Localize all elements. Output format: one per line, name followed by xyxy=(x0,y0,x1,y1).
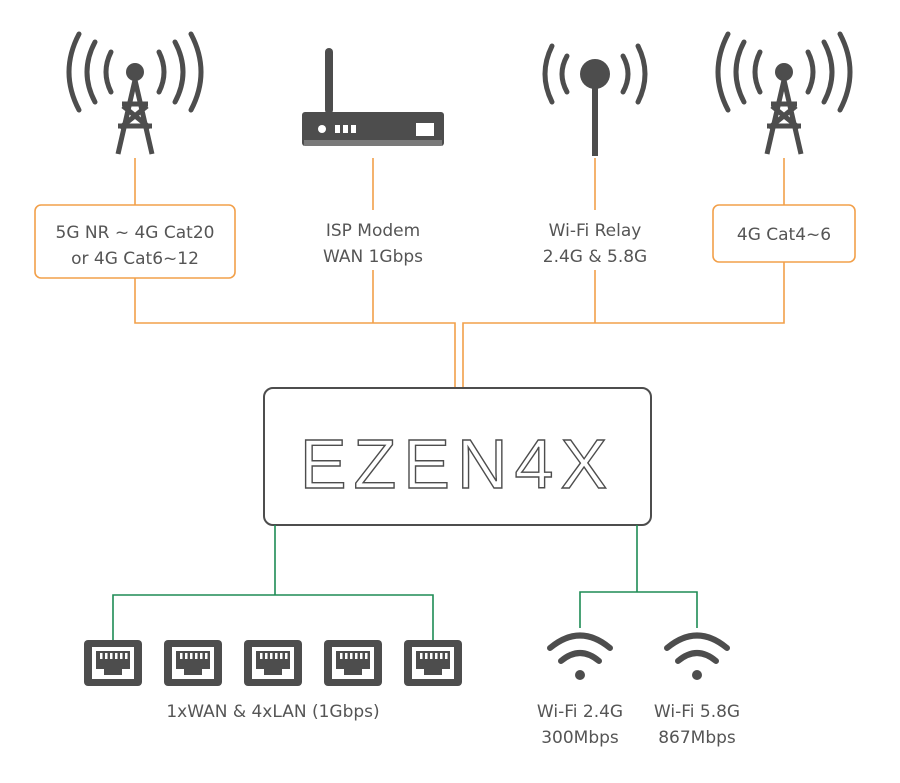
ethernet-port-icon xyxy=(84,640,142,686)
ports-label: 1xWAN & 4xLAN (1Gbps) xyxy=(166,702,379,722)
device-ezen4x: EZEN4X xyxy=(263,387,652,526)
ethernet-port-icon xyxy=(164,640,222,686)
wifi-label-line-2: 867Mbps xyxy=(658,728,736,748)
source-label-box xyxy=(34,204,236,279)
wifi-label-line-1: Wi-Fi 2.4G xyxy=(537,702,623,722)
downlink-connectors xyxy=(112,525,698,640)
source-isp-modem: ISP Modem WAN 1Gbps xyxy=(302,48,444,267)
ethernet-port-icon xyxy=(244,640,302,686)
source-label-line-2: WAN 1Gbps xyxy=(323,247,423,267)
wifi-icon xyxy=(664,632,730,680)
wifi-label-line-1: Wi-Fi 5.8G xyxy=(654,702,740,722)
uplink-connectors xyxy=(134,158,785,388)
source-cell-tower-5g: 5G NR ~ 4G Cat20 or 4G Cat6~12 xyxy=(34,31,236,279)
cell-tower-icon xyxy=(66,31,204,155)
wifi-label-line-2: 300Mbps xyxy=(541,728,619,748)
source-label-line-1: Wi-Fi Relay xyxy=(549,221,642,241)
modem-router-icon xyxy=(302,48,444,146)
wifi-2g: Wi-Fi 2.4G 300Mbps xyxy=(537,632,623,748)
cell-tower-icon xyxy=(715,31,853,155)
wifi-antenna-icon xyxy=(542,43,648,156)
ethernet-port-icon xyxy=(324,640,382,686)
ethernet-port-icon xyxy=(404,640,462,686)
device-name: EZEN4X xyxy=(300,425,614,503)
source-cell-tower-4g: 4G Cat4~6 xyxy=(712,31,856,263)
ethernet-ports xyxy=(84,640,462,686)
source-label-line-2: or 4G Cat6~12 xyxy=(71,249,199,269)
source-label-line-1: 5G NR ~ 4G Cat20 xyxy=(56,223,215,243)
source-label-line-1: 4G Cat4~6 xyxy=(737,225,831,245)
device-box xyxy=(263,387,652,526)
wifi-5g: Wi-Fi 5.8G 867Mbps xyxy=(654,632,740,748)
wifi-icon xyxy=(547,632,613,680)
source-label-box xyxy=(712,204,856,263)
source-label-line-2: 2.4G & 5.8G xyxy=(543,247,647,267)
source-label-line-1: ISP Modem xyxy=(326,221,420,241)
source-wifi-relay: Wi-Fi Relay 2.4G & 5.8G xyxy=(542,43,648,267)
